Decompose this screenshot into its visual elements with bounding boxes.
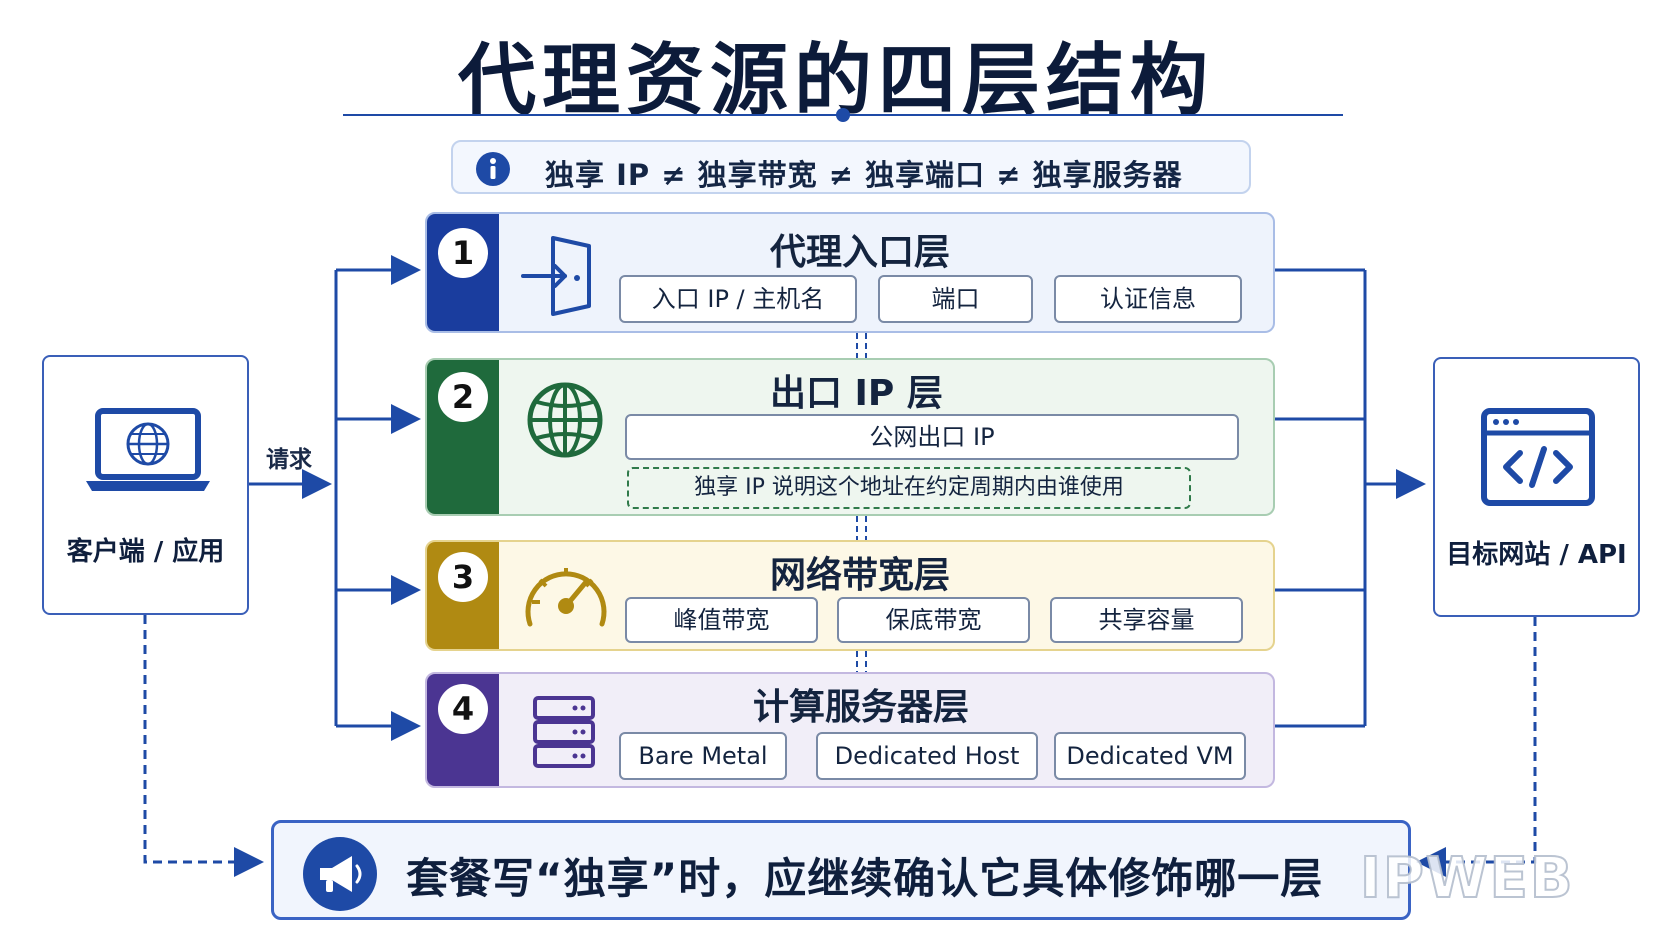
- target-label: 目标网站 / API: [1446, 540, 1627, 570]
- client-box: 客户端 / 应用: [42, 355, 249, 615]
- chip-auth: 认证信息: [1054, 275, 1242, 323]
- chip-bare-metal: Bare Metal: [619, 732, 787, 780]
- info-banner: 独享 IP ≠ 独享带宽 ≠ 独享端口 ≠ 独享服务器: [451, 140, 1251, 194]
- layer-title: 网络带宽层: [770, 555, 951, 596]
- bottom-callout-text: 套餐写“独享”时，应继续确认它具体修饰哪一层: [406, 854, 1324, 903]
- layer-title: 代理入口层: [770, 232, 951, 273]
- layer-number: 1: [438, 228, 488, 278]
- exit-ip-note: 独享 IP 说明这个地址在约定周期内由谁使用: [627, 467, 1191, 509]
- chip-public-exit-ip: 公网出口 IP: [625, 414, 1239, 460]
- layer-number: 2: [438, 372, 488, 422]
- layer-2-exit-ip: 2 出口 IP 层 公网出口 IP 独享 IP 说明这个地址在约定周期内由谁使用: [425, 358, 1275, 516]
- watermark-logo: IPWEB: [1359, 845, 1575, 912]
- chip-guaranteed-bandwidth: 保底带宽: [837, 597, 1030, 643]
- layer-number: 3: [438, 552, 488, 602]
- layer-4-compute: 4 计算服务器层 Bare Metal Dedicated Host Dedic…: [425, 672, 1275, 788]
- chip-shared-capacity: 共享容量: [1050, 597, 1243, 643]
- door-enter-icon: [521, 236, 591, 316]
- layer-title: 出口 IP 层: [770, 373, 943, 414]
- target-box: 目标网站 / API: [1433, 357, 1640, 617]
- bottom-callout: 套餐写“独享”时，应继续确认它具体修饰哪一层: [271, 820, 1411, 920]
- code-window-icon: [1481, 408, 1595, 506]
- megaphone-icon: [303, 837, 377, 911]
- layer-3-bandwidth: 3 网络带宽层 峰值带宽 保底带宽 共享容量: [425, 540, 1275, 651]
- chip-entry-ip: 入口 IP / 主机名: [619, 275, 857, 323]
- chip-port: 端口: [878, 275, 1033, 323]
- request-label: 请求: [266, 447, 312, 473]
- layer-title: 计算服务器层: [753, 687, 970, 728]
- speedometer-icon: [525, 568, 607, 627]
- layer-number: 4: [438, 684, 488, 734]
- server-icon: [533, 696, 595, 768]
- title-divider-dot: [836, 108, 850, 122]
- page-title: 代理资源的四层结构: [457, 36, 1214, 126]
- chip-peak-bandwidth: 峰值带宽: [625, 597, 818, 643]
- banner-text: 独享 IP ≠ 独享带宽 ≠ 独享端口 ≠ 独享服务器: [545, 158, 1183, 192]
- laptop-globe-icon: [86, 408, 210, 491]
- chip-dedicated-vm: Dedicated VM: [1054, 732, 1246, 780]
- layer-1-entry: 1 代理入口层 入口 IP / 主机名 端口 认证信息: [425, 212, 1275, 333]
- globe-icon: [527, 382, 603, 458]
- chip-dedicated-host: Dedicated Host: [816, 732, 1038, 780]
- client-label: 客户端 / 应用: [66, 537, 225, 567]
- info-icon: [476, 152, 510, 186]
